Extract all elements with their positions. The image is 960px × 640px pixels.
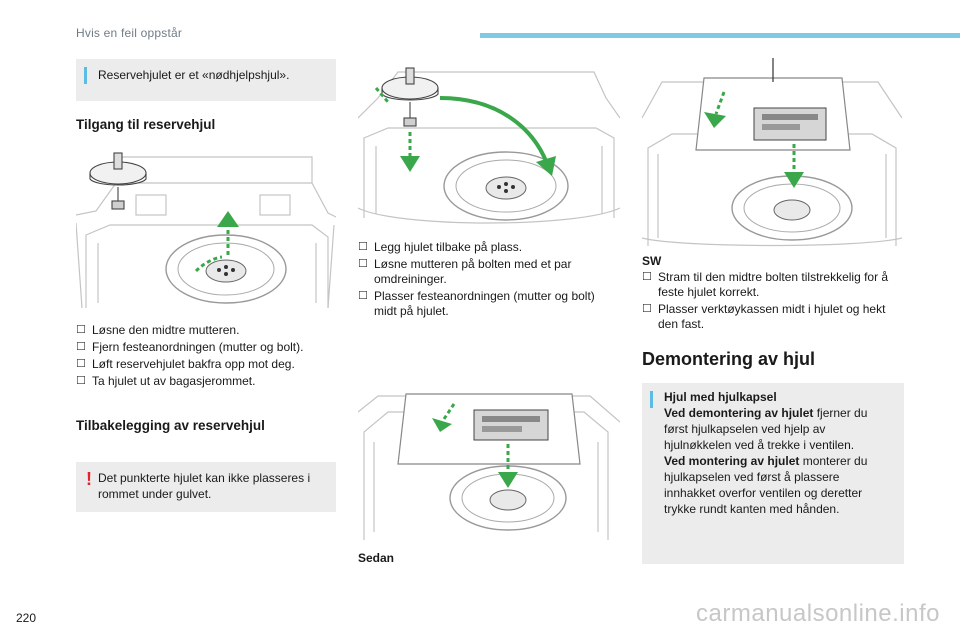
page-number: 220 <box>16 611 37 625</box>
checkbox-bullet-icon: ☐ <box>642 271 652 283</box>
checkbox-bullet-icon: ☐ <box>358 258 368 270</box>
watermark: carmanualsonline.info <box>696 600 940 627</box>
info-note-box: Reservehjulet er et «nødhjelpshjul». <box>76 59 336 101</box>
heading-replace: Tilbakelegging av reservehjul <box>76 418 265 433</box>
header-accent-bar <box>480 33 960 38</box>
hubcap-note-text: Hjul med hjulkapsel Ved demontering av h… <box>664 389 882 517</box>
steps-replace-list: ☐Legg hjulet tilbake på plass. ☐Løsne mu… <box>358 240 620 321</box>
hubcap-note-box: Hjul med hjulkapsel Ved demontering av h… <box>642 383 904 564</box>
checkbox-bullet-icon: ☐ <box>358 241 368 253</box>
info-bar-icon <box>650 391 653 408</box>
hubcap-note-removal: Ved demontering av hjulet fjerner du før… <box>664 406 868 452</box>
info-bar-icon <box>84 67 87 84</box>
illustration-sedan-toolbox <box>358 372 620 542</box>
step-item: ☐Løft reservehjulet bakfra opp mot deg. <box>76 357 295 371</box>
caption-sedan: Sedan <box>358 551 395 565</box>
steps-sw-list: ☐Stram til den midtre bolten tilstrekkel… <box>642 270 904 334</box>
section-title: Hvis en feil oppstår <box>76 26 183 40</box>
checkbox-bullet-icon: ☐ <box>358 290 368 302</box>
step-item: ☐Stram til den midtre bolten tilstrekkel… <box>642 270 889 299</box>
hubcap-note-fitting: Ved montering av hjulet monterer du hjul… <box>664 454 868 516</box>
heading-remove-wheel: Demontering av hjul <box>642 349 816 369</box>
heading-access: Tilgang til reservehjul <box>76 117 216 132</box>
sedan-toolbox-drawing <box>358 393 620 540</box>
step-item: ☐Løsne mutteren på bolten med et par omd… <box>358 257 572 286</box>
trunk-spare-wheel-drawing <box>76 152 336 309</box>
sw-toolbox-drawing <box>642 58 902 247</box>
steps-access-list: ☐Løsne den midtre mutteren. ☐Fjern feste… <box>76 323 340 391</box>
hubcap-note-title: Hjul med hjulkapsel <box>664 390 777 404</box>
illustration-replace-spare-wheel <box>358 58 620 230</box>
step-item: ☐Legg hjulet tilbake på plass. <box>358 240 523 254</box>
exclamation-icon: ! <box>86 469 92 489</box>
checkbox-bullet-icon: ☐ <box>76 324 86 336</box>
caption-sw: SW <box>642 254 662 268</box>
step-item: ☐Løsne den midtre mutteren. <box>76 323 240 337</box>
step-item: ☐Ta hjulet ut av bagasjerommet. <box>76 374 256 388</box>
step-item: ☐Plasser festeanordningen (mutter og bol… <box>358 289 595 318</box>
illustration-sw-toolbox <box>642 58 902 248</box>
step-item: ☐Plasser verktøykassen midt i hjulet og … <box>642 302 886 331</box>
checkbox-bullet-icon: ☐ <box>76 375 86 387</box>
checkbox-bullet-icon: ☐ <box>76 341 86 353</box>
info-note-text: Reservehjulet er et «nødhjelpshjul». <box>98 68 290 82</box>
warning-note-text: Det punkterte hjulet kan ikke plasseres … <box>98 471 311 501</box>
illustration-access-spare-wheel <box>76 143 336 315</box>
checkbox-bullet-icon: ☐ <box>642 303 652 315</box>
warning-note-box: ! Det punkterte hjulet kan ikke plassere… <box>76 462 336 512</box>
step-item: ☐Fjern festeanordningen (mutter og bolt)… <box>76 340 304 354</box>
checkbox-bullet-icon: ☐ <box>76 358 86 370</box>
replace-wheel-drawing <box>358 67 620 224</box>
